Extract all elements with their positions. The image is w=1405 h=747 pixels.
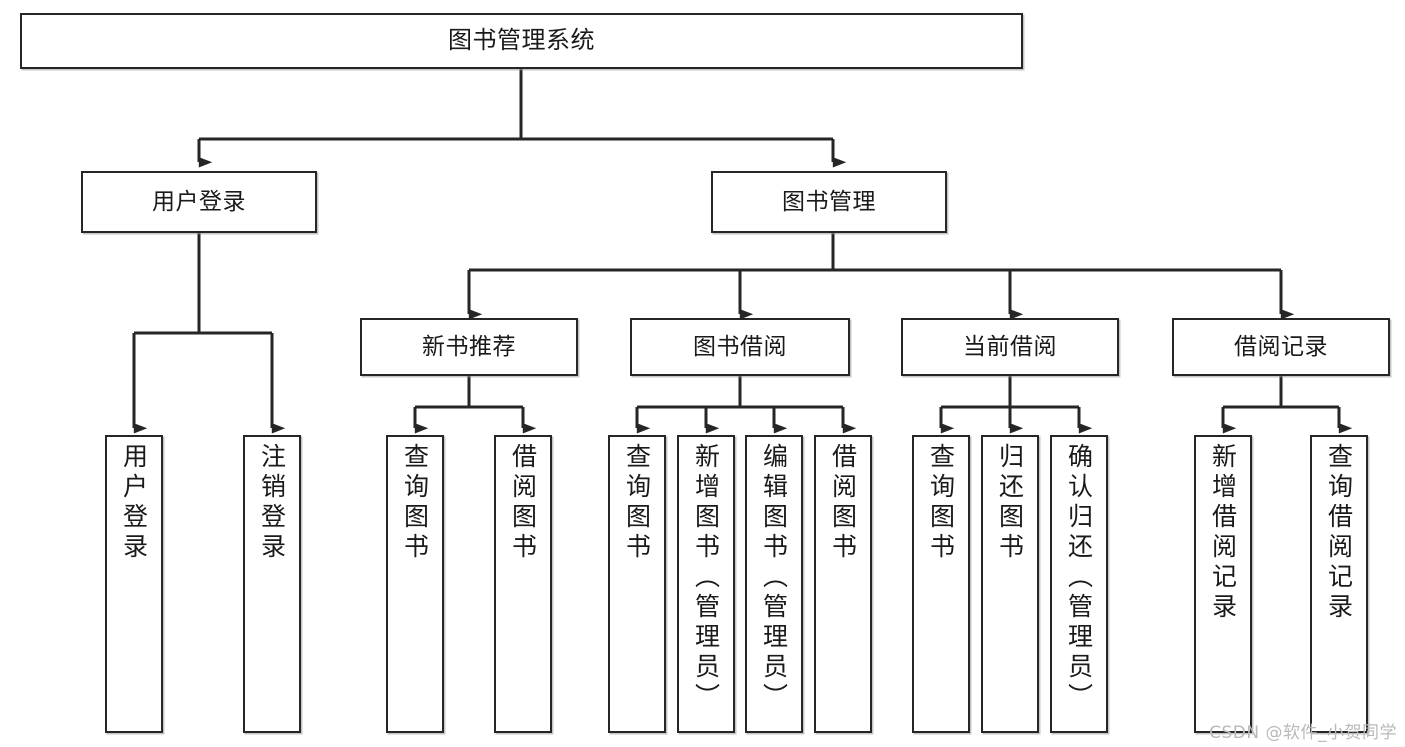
- node-label: 注销登录: [257, 443, 287, 563]
- node-root-book-management-system[interactable]: 图书管理系统: [20, 13, 1023, 69]
- node-label: 借阅图书: [508, 443, 538, 563]
- leaf-current-borrow-query-book[interactable]: 查询图书: [912, 435, 970, 733]
- node-label: 确认归还（管理员）: [1064, 443, 1094, 713]
- node-label: 归还图书: [995, 443, 1025, 563]
- leaf-new-book-borrow-book[interactable]: 借阅图书: [494, 435, 552, 733]
- leaf-book-borrow-add-book-admin[interactable]: 新增图书（管理员）: [677, 435, 735, 733]
- node-label: 查询图书: [400, 443, 430, 563]
- node-label: 图书管理: [782, 188, 876, 215]
- node-label: 新增图书（管理员）: [691, 443, 721, 713]
- leaf-user-login-logout[interactable]: 注销登录: [243, 435, 301, 733]
- leaf-borrow-record-query-record[interactable]: 查询借阅记录: [1310, 435, 1368, 733]
- node-label: 用户登录: [119, 443, 149, 563]
- node-label: 查询图书: [926, 443, 956, 563]
- leaf-book-borrow-edit-book-admin[interactable]: 编辑图书（管理员）: [745, 435, 803, 733]
- node-label: 查询借阅记录: [1324, 443, 1354, 623]
- node-label: 图书管理系统: [448, 26, 595, 55]
- node-label: 查询图书: [622, 443, 652, 563]
- leaf-new-book-query-book[interactable]: 查询图书: [386, 435, 444, 733]
- node-book-borrow[interactable]: 图书借阅: [630, 318, 850, 376]
- node-label: 借阅图书: [828, 443, 858, 563]
- node-borrow-record[interactable]: 借阅记录: [1172, 318, 1390, 376]
- watermark: CSDN @软件_小贺同学: [1209, 723, 1397, 743]
- node-user-login[interactable]: 用户登录: [81, 171, 317, 233]
- node-current-borrow[interactable]: 当前借阅: [901, 318, 1119, 376]
- leaf-book-borrow-borrow-book[interactable]: 借阅图书: [814, 435, 872, 733]
- leaf-user-login-login[interactable]: 用户登录: [105, 435, 163, 733]
- node-label: 编辑图书（管理员）: [759, 443, 789, 713]
- leaf-borrow-record-add-record[interactable]: 新增借阅记录: [1194, 435, 1252, 733]
- leaf-current-borrow-return-book[interactable]: 归还图书: [981, 435, 1039, 733]
- node-label: 当前借阅: [963, 333, 1057, 360]
- node-label: 新增借阅记录: [1208, 443, 1238, 623]
- leaf-current-borrow-confirm-return-admin[interactable]: 确认归还（管理员）: [1050, 435, 1108, 733]
- node-book-management[interactable]: 图书管理: [711, 171, 947, 233]
- leaf-book-borrow-query-book[interactable]: 查询图书: [608, 435, 666, 733]
- node-label: 新书推荐: [422, 333, 516, 360]
- node-label: 借阅记录: [1234, 333, 1328, 360]
- node-label: 图书借阅: [693, 333, 787, 360]
- node-new-book-recommend[interactable]: 新书推荐: [360, 318, 578, 376]
- node-label: 用户登录: [152, 188, 246, 215]
